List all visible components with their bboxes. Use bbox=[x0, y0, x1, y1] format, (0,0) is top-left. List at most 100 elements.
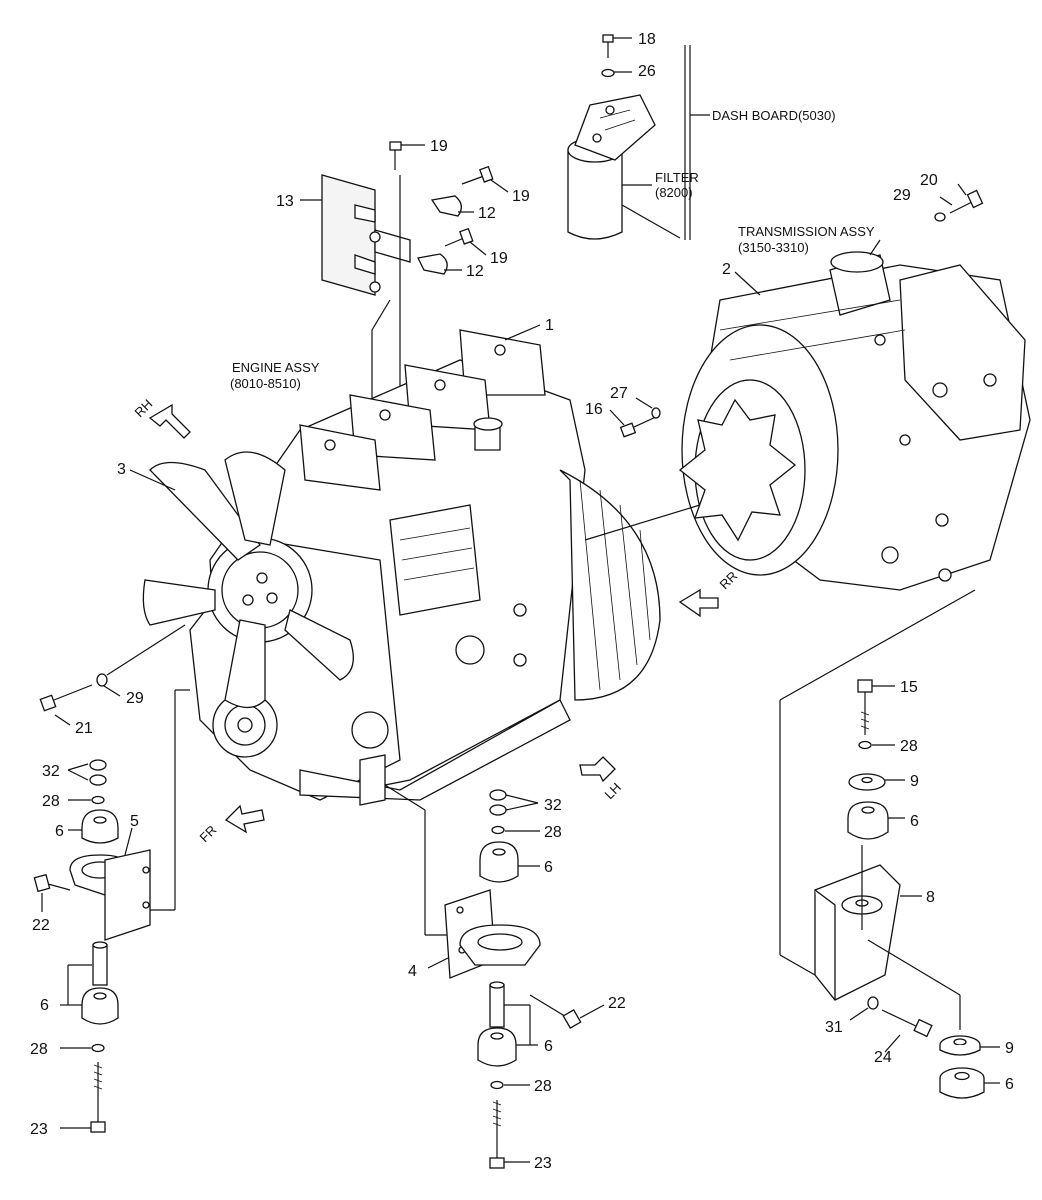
nut-32-center bbox=[489, 789, 507, 816]
callout-28-right: 28 bbox=[900, 738, 918, 755]
bracket-13 bbox=[321, 174, 411, 296]
engine-assy-label: ENGINE ASSY bbox=[232, 360, 320, 375]
washer-31 bbox=[867, 996, 879, 1010]
bolt-23-left bbox=[90, 1062, 106, 1133]
washer-29-trans bbox=[934, 212, 946, 222]
engine-assy bbox=[189, 329, 661, 806]
callout-2: 2 bbox=[722, 261, 731, 278]
callout-6-left-top: 6 bbox=[55, 823, 64, 840]
rubber-mount-6-center-bottom bbox=[477, 1027, 517, 1067]
transmission-assy-code-label: (3150-3310) bbox=[738, 240, 809, 255]
rubber-mount-6-center-top bbox=[479, 841, 519, 883]
rubber-mount-6-left-top bbox=[81, 809, 119, 844]
callout-28-left-bottom: 28 bbox=[30, 1041, 48, 1058]
plate-9-right-bottom bbox=[939, 1035, 981, 1056]
callout-3: 3 bbox=[117, 461, 126, 478]
callout-26: 26 bbox=[638, 63, 656, 80]
callout-1: 1 bbox=[545, 317, 554, 334]
bolt-23-center bbox=[489, 1100, 505, 1169]
callout-19-top: 19 bbox=[430, 138, 448, 155]
callout-6-left-bottom: 6 bbox=[40, 997, 49, 1014]
callout-8: 8 bbox=[926, 889, 935, 906]
callout-24: 24 bbox=[874, 1049, 892, 1066]
callout-5: 5 bbox=[130, 813, 139, 830]
washer-28-center-bottom bbox=[490, 1080, 504, 1090]
direction-fr-label: FR bbox=[197, 822, 220, 845]
callout-32-center: 32 bbox=[544, 797, 562, 814]
bolt-18 bbox=[602, 34, 614, 58]
direction-lh-label: LH bbox=[602, 780, 624, 802]
cooling-fan-3 bbox=[142, 451, 354, 709]
bolt-15 bbox=[857, 679, 873, 735]
callout-21: 21 bbox=[75, 720, 93, 737]
callout-13: 13 bbox=[276, 193, 294, 210]
washer-27 bbox=[651, 407, 661, 419]
bolt-20 bbox=[949, 189, 984, 214]
bolt-19-top bbox=[389, 141, 402, 170]
direction-arrow-rr bbox=[678, 588, 719, 618]
callout-19-mid: 19 bbox=[512, 188, 530, 205]
callout-12-lower: 12 bbox=[466, 263, 484, 280]
callout-22-center: 22 bbox=[608, 995, 626, 1012]
bolt-22-left bbox=[33, 873, 71, 893]
bracket-8 bbox=[814, 864, 901, 1001]
callout-4: 4 bbox=[408, 963, 417, 980]
spacer-6-left bbox=[92, 941, 108, 986]
bracket-4 bbox=[444, 889, 541, 979]
callout-6-right-top: 6 bbox=[910, 813, 919, 830]
callout-23-left: 23 bbox=[30, 1121, 48, 1138]
rubber-mount-6-right-top bbox=[847, 801, 889, 840]
rubber-mount-6-left-bottom bbox=[81, 987, 119, 1025]
bolt-19-mid bbox=[461, 165, 494, 185]
callout-9-right-bottom: 9 bbox=[1005, 1040, 1014, 1057]
washer-28-left-bottom bbox=[91, 1043, 105, 1053]
direction-rr-label: RR bbox=[717, 568, 741, 592]
callout-15: 15 bbox=[900, 679, 918, 696]
clamp-12-upper bbox=[430, 195, 462, 217]
callout-27: 27 bbox=[610, 385, 628, 402]
washer-28-left-top bbox=[91, 795, 105, 805]
washer-28-center-top bbox=[491, 825, 505, 835]
callout-20: 20 bbox=[920, 172, 938, 189]
callout-29-trans: 29 bbox=[893, 187, 911, 204]
callout-28-left-top: 28 bbox=[42, 793, 60, 810]
rubber-mount-6-right-bottom bbox=[939, 1067, 985, 1099]
direction-arrow-fr bbox=[224, 804, 265, 834]
fuel-filter bbox=[567, 94, 656, 240]
callout-12-upper: 12 bbox=[478, 205, 496, 222]
bolt-22-center bbox=[529, 994, 582, 1029]
callout-32-left: 32 bbox=[42, 763, 60, 780]
filter-label: FILTER bbox=[655, 170, 699, 185]
callout-6-center-top: 6 bbox=[544, 859, 553, 876]
callout-23-center: 23 bbox=[534, 1155, 552, 1172]
direction-arrow-lh bbox=[579, 756, 616, 783]
washer-28-right bbox=[858, 740, 872, 750]
callout-29-eng: 29 bbox=[126, 690, 144, 707]
dash-board-label: DASH BOARD(5030) bbox=[712, 108, 836, 123]
callout-18: 18 bbox=[638, 31, 656, 48]
bolt-19-low bbox=[444, 227, 474, 247]
callout-6-center-bottom: 6 bbox=[544, 1038, 553, 1055]
bolt-16 bbox=[619, 415, 659, 438]
direction-arrow-rh bbox=[148, 403, 191, 439]
washer-26 bbox=[601, 68, 615, 78]
transmission-assy-label: TRANSMISSION ASSY bbox=[738, 224, 875, 239]
bolt-21 bbox=[39, 684, 93, 712]
transmission-assy bbox=[678, 251, 1031, 591]
callout-9-right-top: 9 bbox=[910, 773, 919, 790]
washer-29-eng bbox=[96, 673, 108, 687]
callout-28-center-top: 28 bbox=[544, 824, 562, 841]
callout-28-center-bottom: 28 bbox=[534, 1078, 552, 1095]
callout-6-right-bottom: 6 bbox=[1005, 1076, 1014, 1093]
bracket-5 bbox=[69, 849, 151, 941]
callout-16: 16 bbox=[585, 401, 603, 418]
nut-32-left bbox=[89, 759, 107, 786]
spacer-6-center bbox=[489, 981, 505, 1028]
plate-9-right-top bbox=[848, 773, 886, 791]
filter-code-label: (8200) bbox=[655, 185, 693, 200]
callout-19-low: 19 bbox=[490, 250, 508, 267]
callout-31: 31 bbox=[825, 1019, 843, 1036]
clamp-12-lower bbox=[417, 253, 448, 275]
engine-assy-code-label: (8010-8510) bbox=[230, 376, 301, 391]
